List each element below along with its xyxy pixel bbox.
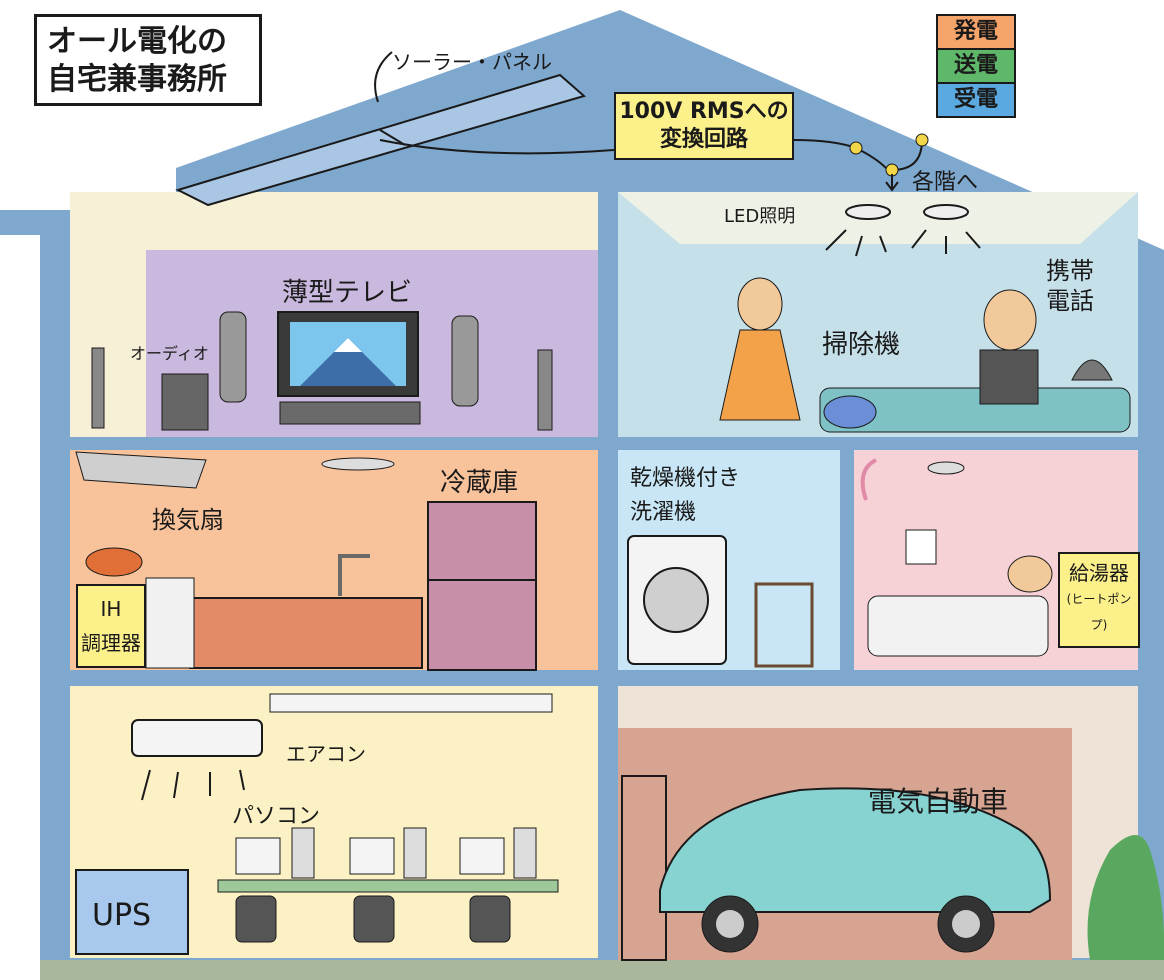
chair (235, 895, 277, 943)
pc-label: パソコン (232, 804, 321, 829)
mobile-label: 携帯 電話 (1046, 256, 1094, 316)
speaker (91, 347, 105, 429)
light-rays (825, 229, 981, 257)
chair (353, 895, 395, 943)
wheel-hub (716, 910, 744, 938)
mobile-line2: 電話 (1046, 287, 1094, 315)
solar-pointer (374, 51, 393, 103)
washer-line2: 洗濯機 (630, 500, 697, 525)
fridge (427, 501, 537, 671)
led-light (923, 204, 969, 220)
audio-label: オーディオ (130, 344, 209, 363)
shrub (1087, 835, 1164, 960)
ceiling-light-office (269, 693, 553, 713)
washer-label: 乾燥機付き 洗濯機 (630, 462, 740, 530)
kitchen-counter (189, 597, 423, 669)
apron (719, 329, 801, 421)
wheel-hub (952, 910, 980, 938)
pc-monitor (459, 837, 505, 875)
person-bath (1007, 555, 1053, 593)
power-legend: 発電 送電 受電 (936, 14, 1016, 118)
person-phone (983, 289, 1037, 351)
converter-line2: 変換回路 (659, 127, 748, 152)
pc-monitor (349, 837, 395, 875)
solar-label: ソーラー・パネル (392, 50, 552, 74)
led-light (845, 204, 891, 220)
connector-node (849, 141, 863, 155)
pc-tower (513, 827, 537, 879)
ih-label-box: IH 調理器 (76, 584, 146, 668)
title-line2: 自宅兼事務所 (47, 62, 227, 97)
laundry-basket (754, 582, 814, 668)
tv-label: 薄型テレビ (282, 278, 413, 308)
control-panel (905, 529, 937, 565)
ceiling-light (321, 457, 395, 471)
vacuum-label: 掃除機 (822, 330, 901, 360)
solar-divider (379, 129, 406, 146)
ups-box (75, 869, 189, 955)
converter-line1: 100V RMSへの (619, 99, 789, 124)
lamp (1071, 359, 1113, 381)
garage-door (621, 775, 667, 961)
pot (85, 547, 143, 577)
ih-line2: 調理器 (81, 631, 141, 655)
bed (819, 387, 1131, 433)
ih-line1: IH (100, 597, 122, 621)
person-shirt (979, 349, 1039, 405)
shower (860, 458, 878, 501)
speaker (219, 311, 247, 403)
ih-stove (145, 577, 195, 669)
speaker (451, 315, 479, 407)
speaker (537, 349, 553, 431)
heater-line1: 給湯器 (1069, 561, 1129, 585)
mt-fuji-snow (334, 338, 362, 352)
cool-air (141, 769, 245, 801)
range-hood (75, 451, 207, 489)
washer-door (643, 567, 709, 633)
audio-deck (161, 373, 209, 431)
electric-car (659, 787, 1052, 913)
heater-label-box: 給湯器 (ヒートポンプ) (1058, 552, 1140, 648)
connector-node (915, 133, 929, 147)
vacuum (823, 395, 877, 429)
legend-generate: 発電 (938, 16, 1014, 50)
heater-line2: (ヒートポンプ) (1066, 592, 1132, 632)
bathtub (867, 595, 1049, 657)
down-arrow (885, 174, 899, 192)
fan-label: 換気扇 (152, 506, 224, 534)
pc-monitor (235, 837, 281, 875)
title-line1: オール電化の (47, 24, 227, 59)
tv-stand (279, 401, 421, 425)
mt-fuji (300, 338, 396, 386)
legend-receive: 受電 (938, 84, 1014, 116)
diagram-title: オール電化の 自宅兼事務所 (34, 14, 262, 106)
ups-label: UPS (92, 898, 152, 933)
faucet (338, 554, 370, 596)
pc-tower (403, 827, 427, 879)
pc-tower (291, 827, 315, 879)
ground (40, 960, 1164, 980)
led-label: LED照明 (724, 206, 796, 227)
washer-line1: 乾燥機付き (630, 466, 741, 491)
converter-box: 100V RMSへの 変換回路 (614, 92, 794, 160)
bath-light (927, 461, 965, 475)
air-conditioner (131, 719, 263, 757)
chair (469, 895, 511, 943)
aircon-label: エアコン (286, 742, 366, 766)
to-floors-label: 各階へ (912, 170, 979, 195)
desk (217, 879, 559, 893)
legend-transmit: 送電 (938, 50, 1014, 84)
person-cleaning (737, 277, 783, 331)
ev-label: 電気自動車 (868, 785, 1009, 818)
mobile-line1: 携帯 (1046, 257, 1094, 285)
fridge-label: 冷蔵庫 (440, 468, 519, 498)
